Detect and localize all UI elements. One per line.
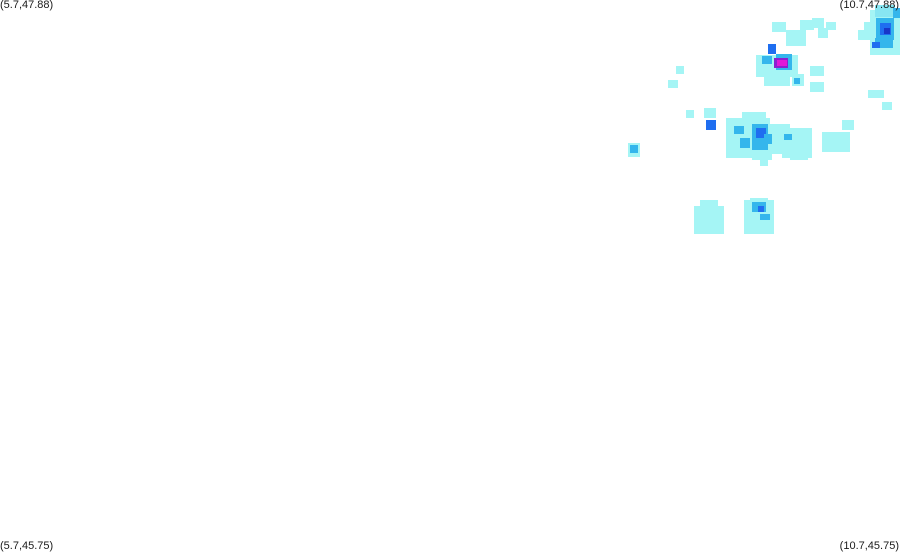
precip-cell — [740, 138, 750, 148]
precip-cell — [768, 44, 776, 54]
corner-coordinate-top-left: (5.7,47.88) — [0, 0, 54, 11]
precip-cell — [842, 120, 854, 130]
precip-cell — [810, 82, 824, 92]
precip-cell — [786, 30, 806, 46]
precip-cell — [818, 28, 828, 38]
precip-cell — [758, 206, 764, 212]
precip-cell — [884, 28, 890, 34]
precip-cell — [794, 78, 800, 84]
precip-cell — [772, 22, 786, 32]
precip-cell — [706, 120, 716, 130]
precip-cell — [893, 8, 900, 18]
precip-cell — [704, 108, 716, 118]
precip-cell — [882, 102, 892, 110]
precip-cell — [812, 18, 824, 28]
precip-cell — [864, 22, 874, 30]
precip-cell — [784, 134, 792, 140]
precip-cell — [742, 112, 766, 122]
precip-cell — [875, 5, 895, 17]
precip-cell — [734, 126, 744, 134]
precip-cell — [676, 66, 684, 74]
precip-cell — [790, 150, 808, 160]
precip-cell — [700, 200, 718, 210]
precip-cell — [762, 56, 772, 64]
precip-cell — [872, 42, 880, 48]
precip-cell — [630, 145, 638, 153]
precip-cell — [756, 128, 766, 138]
precip-cell — [826, 22, 836, 30]
precip-cell — [822, 132, 850, 152]
precip-cell — [760, 214, 770, 220]
precip-cell — [760, 158, 768, 166]
corner-coordinate-bottom-right: (10.7,45.75) — [839, 540, 899, 552]
corner-coordinate-top-right: (10.7,47.88) — [839, 0, 899, 11]
precip-cell — [764, 72, 790, 86]
precip-cell — [686, 110, 694, 118]
precip-cell — [875, 38, 893, 48]
precip-cell — [810, 66, 824, 76]
corner-coordinate-bottom-left: (5.7,45.75) — [0, 540, 54, 552]
precip-cell — [868, 90, 884, 98]
precip-cell — [764, 134, 772, 144]
precip-cell — [752, 150, 772, 160]
precip-cell — [858, 30, 872, 40]
precip-cell — [694, 206, 724, 234]
precip-peak-cell — [777, 60, 787, 66]
precip-cell — [668, 80, 678, 88]
precipitation-cells — [628, 5, 900, 234]
precip-cell — [800, 20, 814, 30]
